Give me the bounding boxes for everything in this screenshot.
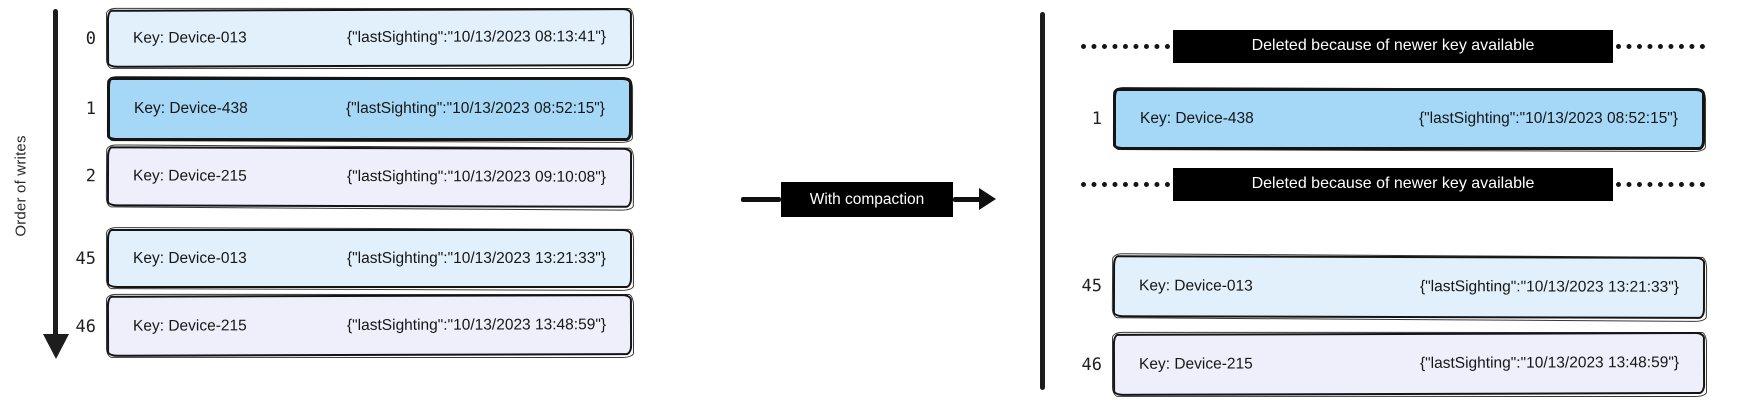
record-value: {"lastSighting":"10/13/2023 13:21:33"} [346,249,606,267]
compacted-log-divider-line [1040,12,1045,390]
down-arrowhead-icon [43,334,69,359]
record-box: Key: Device-013 {"lastSighting":"10/13/2… [107,229,632,288]
log-entry-row-2: 2 Key: Device-215 {"lastSighting":"10/13… [66,146,633,208]
record-key: Key: Device-013 [133,249,247,267]
record-box: Key: Device-215 {"lastSighting":"10/13/2… [106,294,633,357]
record-value: {"lastSighting":"10/13/2023 08:52:15"} [345,100,605,117]
record-box: Key: Device-438 {"lastSighting":"10/13/2… [107,77,632,141]
compaction-arrow-line [741,197,781,202]
record-box: Key: Device-438 {"lastSighting":"10/13/2… [1113,88,1705,150]
write-index: 46 [75,316,97,337]
record-key: Key: Device-215 [132,167,247,185]
dotted-line [1616,182,1705,187]
write-index: 0 [85,28,97,49]
record-value: {"lastSighting":"10/13/2023 08:13:41"} [346,28,607,47]
right-arrowhead-icon [979,188,996,210]
record-key: Key: Device-215 [1138,355,1253,373]
write-index: 45 [1081,276,1103,297]
log-entry-row-45: 45 Key: Device-013 {"lastSighting":"10/1… [66,229,632,288]
record-key: Key: Device-013 [1138,277,1253,295]
dotted-line [1616,44,1705,49]
record-key: Key: Device-438 [134,100,248,117]
compacted-entry-row-46: 46 Key: Device-215 {"lastSighting":"10/1… [1072,332,1706,396]
record-key: Key: Device-215 [132,316,247,335]
log-entry-row-1: 1 Key: Device-438 {"lastSighting":"10/13… [66,77,632,141]
compacted-entry-row-45: 45 Key: Device-013 {"lastSighting":"10/1… [1072,255,1706,319]
dotted-line [1081,44,1170,49]
write-index: 2 [85,166,97,187]
write-index: 46 [1081,354,1103,375]
record-value: {"lastSighting":"10/13/2023 13:21:33"} [1419,278,1680,296]
record-value: {"lastSighting":"10/13/2023 13:48:59"} [346,315,607,334]
record-box: Key: Device-215 {"lastSighting":"10/13/2… [1112,332,1706,396]
log-entry-row-46: 46 Key: Device-215 {"lastSighting":"10/1… [66,294,633,357]
record-value: {"lastSighting":"10/13/2023 08:52:15"} [1418,110,1678,127]
deleted-entry-row: Deleted because of newer key available [1078,30,1708,63]
write-index: 1 [1091,109,1102,129]
record-box: Key: Device-013 {"lastSighting":"10/13/2… [106,8,633,68]
write-index: 1 [85,99,96,119]
compaction-label: With compaction [781,182,953,217]
order-of-writes-axis-label: Order of writes [12,135,30,237]
dotted-line [1081,182,1170,187]
log-entry-row-0: 0 Key: Device-013 {"lastSighting":"10/13… [66,8,633,68]
deleted-notice-label: Deleted because of newer key available [1173,30,1613,63]
record-key: Key: Device-438 [1140,110,1254,127]
deleted-entry-row: Deleted because of newer key available [1078,168,1708,201]
record-key: Key: Device-013 [132,29,247,47]
write-index: 45 [75,248,96,269]
record-value: {"lastSighting":"10/13/2023 09:10:08"} [346,167,607,186]
record-value: {"lastSighting":"10/13/2023 13:48:59"} [1419,354,1680,372]
order-of-writes-axis-line [53,9,58,337]
compacted-entry-row-1: 1 Key: Device-438 {"lastSighting":"10/13… [1072,88,1705,150]
compaction-arrow-line [953,197,981,202]
record-box: Key: Device-013 {"lastSighting":"10/13/2… [1112,255,1706,319]
record-box: Key: Device-215 {"lastSighting":"10/13/2… [106,146,633,208]
deleted-notice-label: Deleted because of newer key available [1173,168,1613,201]
